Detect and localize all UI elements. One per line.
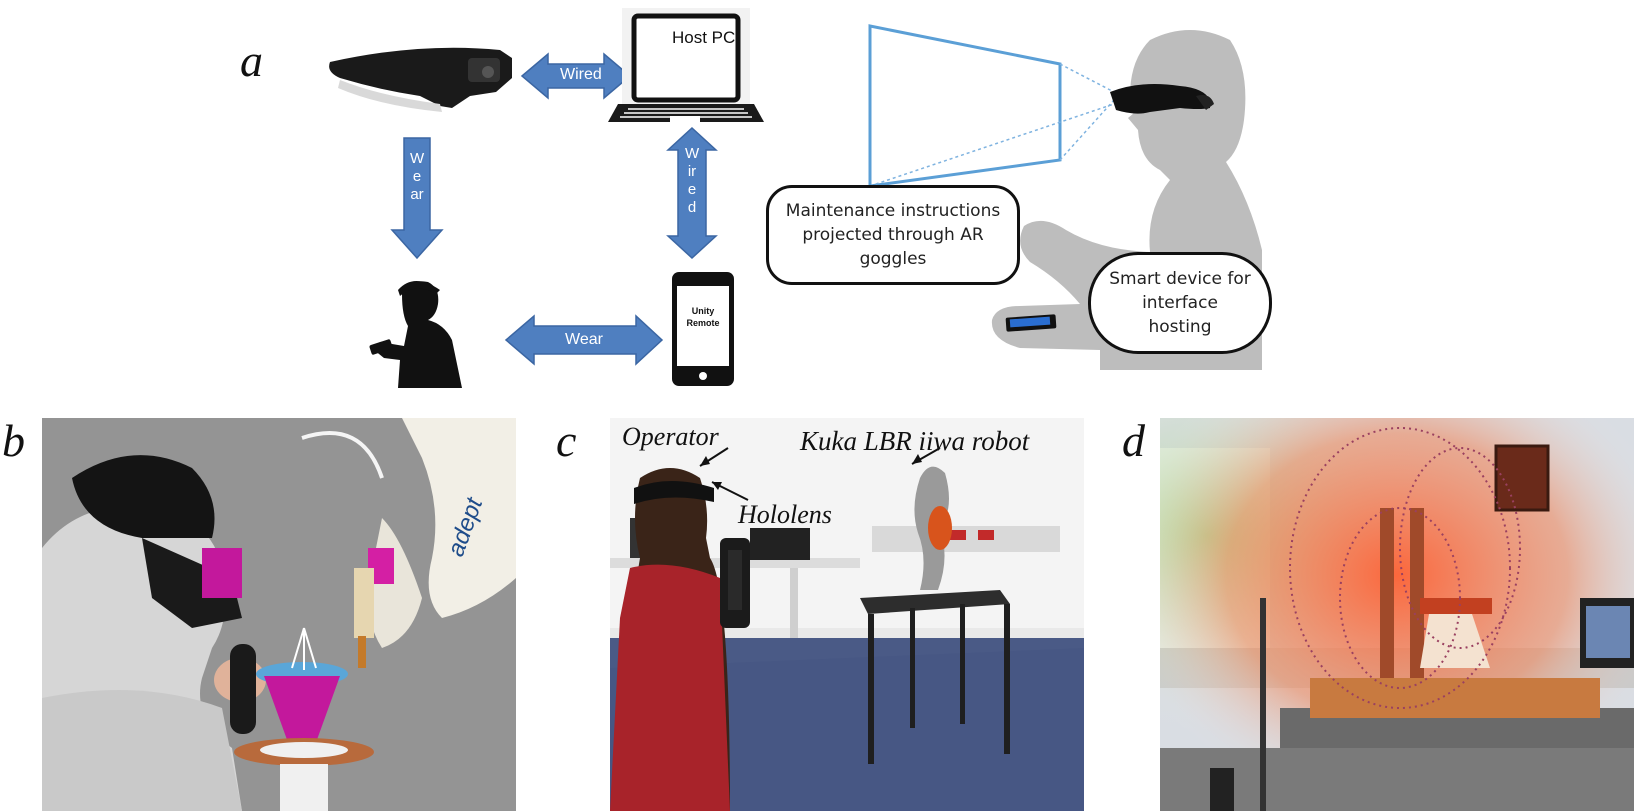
wear-horizontal-arrow (504, 314, 664, 366)
robot-label: Kuka LBR iiwa robot (800, 426, 1030, 456)
panel-d-photo (1160, 418, 1634, 811)
panel-b-photo: adept (42, 418, 516, 811)
vr-printing-photo: adept (42, 418, 516, 811)
wear-vertical-label: Wear (410, 150, 425, 203)
wired-vertical-label: Wired (685, 145, 700, 216)
robot-lab-photo (610, 418, 1084, 811)
panel-c-photo (610, 418, 1084, 811)
panel-b-letter: b (2, 415, 25, 466)
smartphone-icon (672, 272, 734, 386)
callout-device: Smart device for interface hosting (1088, 252, 1272, 354)
host-pc-laptop-icon (608, 8, 764, 122)
phone-label-line2: Remote (686, 318, 720, 328)
operator-label: Operator (622, 422, 719, 451)
panel-a-letter: a (240, 35, 263, 86)
wired-horizontal-label: Wired (560, 66, 602, 83)
hololens-label: Hololens (738, 500, 832, 529)
worker-silhouette-icon (369, 281, 462, 388)
host-pc-label: Host PC (672, 28, 736, 47)
callout-projection: Maintenance instructions projected throu… (766, 185, 1020, 285)
wired-vertical-arrow (666, 126, 718, 260)
phone-label: Unity Remote (677, 305, 729, 329)
panel-d-letter: d (1122, 415, 1145, 466)
panel-c-letter: c (556, 415, 577, 466)
ar-goggles-icon (329, 47, 512, 112)
wear-horizontal-label: Wear (565, 331, 603, 348)
ar-lab-overlay-photo (1160, 418, 1634, 811)
wear-vertical-arrow (390, 137, 444, 260)
projection-frame (868, 24, 1115, 188)
phone-label-line1: Unity (691, 306, 715, 316)
